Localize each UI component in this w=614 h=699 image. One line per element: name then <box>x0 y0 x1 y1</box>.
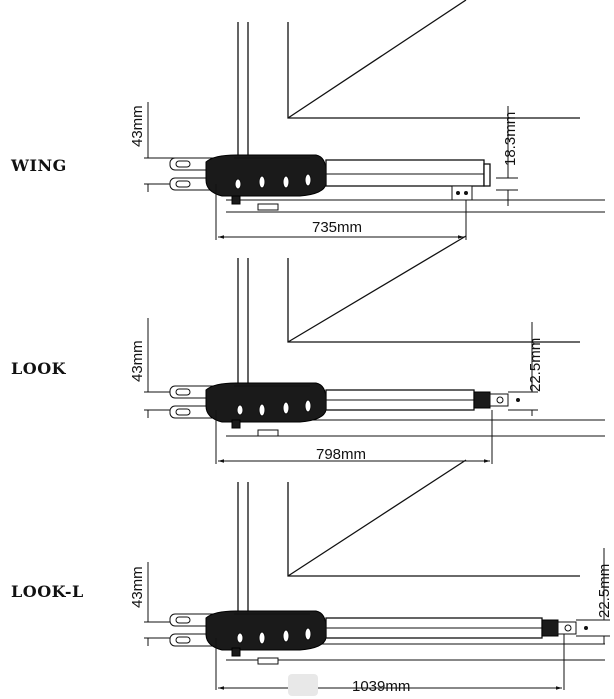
diagram-wing <box>144 0 605 240</box>
offset-dim-look-l: 22.5mm <box>596 564 613 618</box>
offset-dim-look: 22.5mm <box>527 338 544 392</box>
model-label-look-l: LOOK-L <box>11 582 84 601</box>
model-label-look: LOOK <box>11 359 67 378</box>
length-dim-look-l: 1039mm <box>352 678 410 695</box>
height-dim-wing: 43mm <box>129 105 146 147</box>
length-dim-look: 798mm <box>316 446 366 463</box>
length-dim-wing: 735mm <box>312 219 362 236</box>
actuator-tube <box>325 159 485 187</box>
diagram-look <box>144 235 605 464</box>
offset-dim-wing: 18.3mm <box>502 112 519 166</box>
model-label-wing: WING <box>10 156 67 175</box>
height-dim-look: 43mm <box>129 340 146 382</box>
diagram-look-l <box>144 459 610 696</box>
height-dim-look-l: 43mm <box>129 566 146 608</box>
